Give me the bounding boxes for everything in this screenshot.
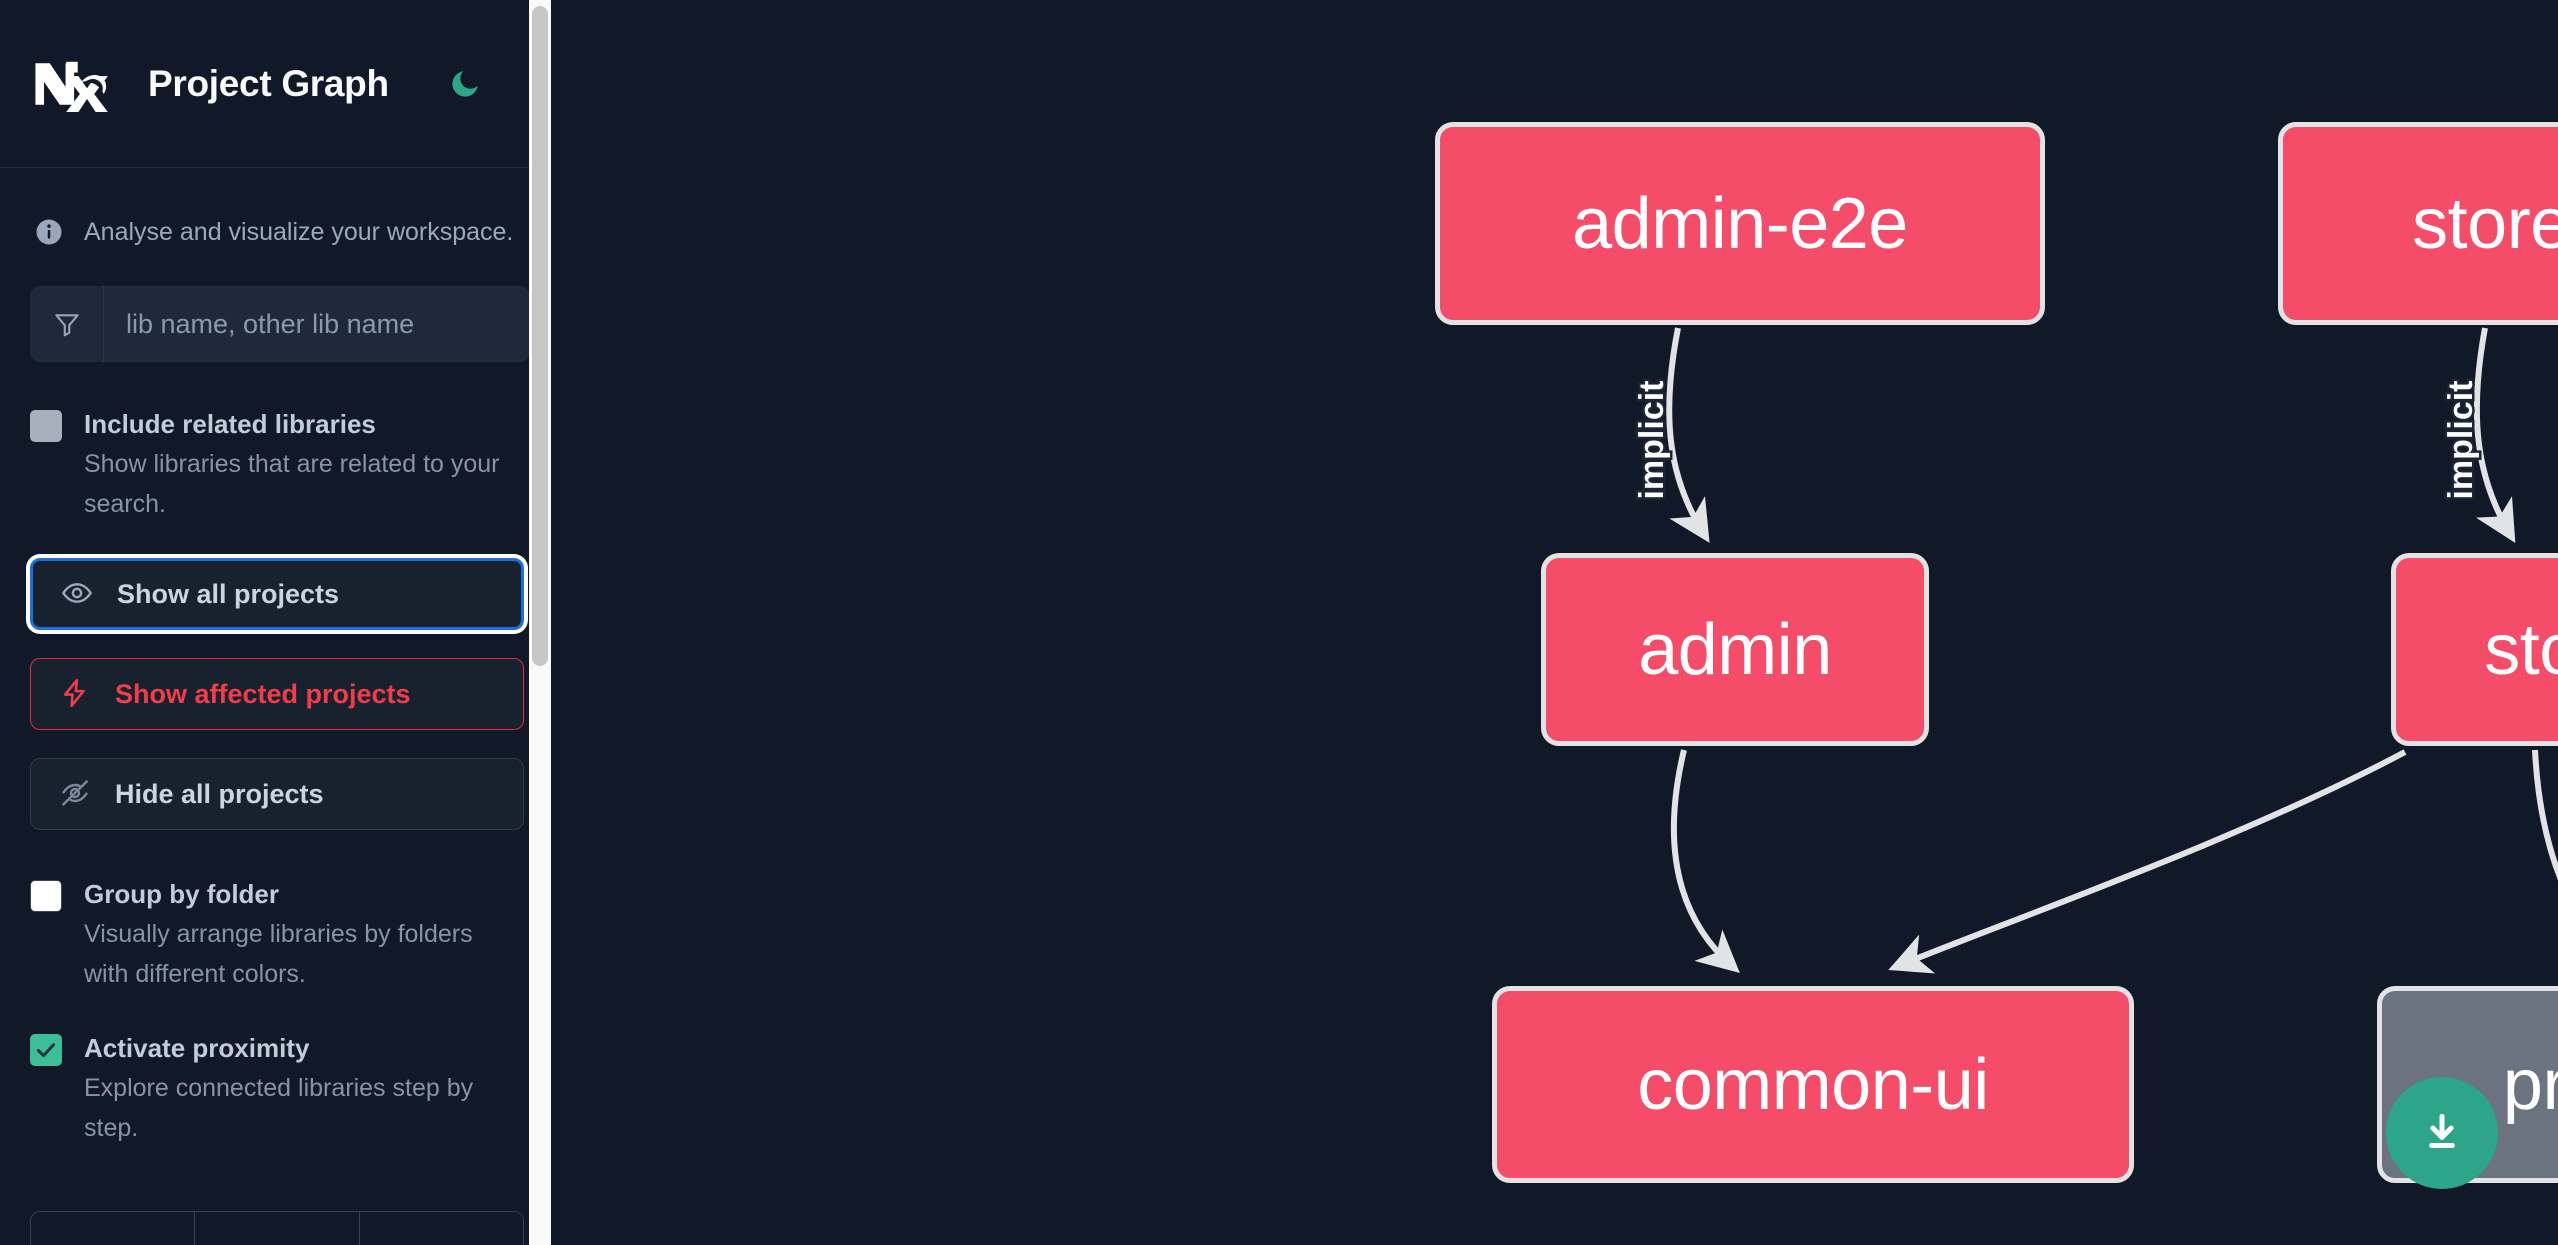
lightning-icon <box>59 677 91 712</box>
funnel-filter-icon <box>30 286 104 362</box>
bottom-segmented-control[interactable] <box>30 1211 524 1245</box>
search-input[interactable] <box>104 286 530 362</box>
segment-3[interactable] <box>359 1212 523 1245</box>
graph-node-store-e2e[interactable]: store-e2e <box>2278 122 2558 325</box>
edge-labels-layer: implicit implicit <box>1630 378 2482 502</box>
option-description: Visually arrange libraries by folders wi… <box>84 920 473 988</box>
edge-label-implicit-store: implicit <box>2442 380 2480 499</box>
option-description: Show libraries that are related to your … <box>84 450 500 518</box>
graph-canvas[interactable]: implicit implicit admin-e2e store-e2e ad… <box>560 0 2558 1245</box>
eye-icon <box>61 577 93 612</box>
edge-store-to-common-ui <box>1888 749 2407 974</box>
graph-node-admin-e2e[interactable]: admin-e2e <box>1435 122 2045 325</box>
projects-action-buttons: Show all projects Show affected projects <box>30 558 530 830</box>
sidebar-scrollbar[interactable] <box>529 0 551 1245</box>
button-label: Hide all projects <box>115 778 324 809</box>
segment-2[interactable] <box>195 1212 360 1245</box>
graph-edges-layer: implicit implicit <box>1630 327 2558 974</box>
sidebar-body: Include related libraries Show libraries… <box>0 260 560 1148</box>
page-title: Project Graph <box>148 62 389 104</box>
option-include-related-libraries[interactable]: Include related libraries Show libraries… <box>30 404 530 524</box>
checkbox-activate-proximity[interactable] <box>30 1034 62 1066</box>
edge-admin-e2e-to-admin <box>1666 327 1710 543</box>
segment-1[interactable] <box>31 1212 196 1245</box>
filter-search-box[interactable] <box>30 286 530 362</box>
option-label: Activate proximity <box>84 1033 310 1063</box>
graph-node-admin[interactable]: admin <box>1541 553 1929 746</box>
option-group-by-folder[interactable]: Group by folder Visually arrange librari… <box>30 874 530 994</box>
info-text: Analyse and visualize your workspace. <box>84 217 514 246</box>
show-affected-projects-button[interactable]: Show affected projects <box>30 658 524 730</box>
node-label: admin-e2e <box>1572 183 1908 264</box>
graph-node-store[interactable]: store <box>2391 553 2558 746</box>
checkbox-group-by-folder[interactable] <box>30 880 62 912</box>
button-label: Show affected projects <box>115 678 411 709</box>
node-label: store <box>2484 609 2558 690</box>
node-label: admin <box>1638 609 1832 690</box>
info-banner: Analyse and visualize your workspace. <box>0 168 560 260</box>
moon-icon[interactable] <box>443 62 487 106</box>
option-description: Explore connected libraries step by step… <box>84 1074 474 1142</box>
sidebar-header: Project Graph <box>0 0 560 168</box>
sidebar-right-edge <box>551 0 560 1245</box>
nx-logo-icon <box>34 56 120 112</box>
node-label: products <box>2502 1044 2558 1125</box>
edge-label-implicit-admin: implicit <box>1633 380 1671 499</box>
download-button[interactable] <box>2386 1077 2498 1189</box>
option-label: Group by folder <box>84 879 279 909</box>
hide-all-projects-button[interactable]: Hide all projects <box>30 758 524 830</box>
graph-node-common-ui[interactable]: common-ui <box>1492 986 2134 1183</box>
button-label: Show all projects <box>117 578 340 609</box>
sidebar: Project Graph Analyse and visualize your… <box>0 0 560 1245</box>
edge-admin-to-common-ui <box>1671 749 1740 973</box>
show-all-projects-button[interactable]: Show all projects <box>30 558 524 630</box>
edge-store-e2e-to-store <box>2473 327 2516 544</box>
node-label: common-ui <box>1637 1044 1989 1125</box>
checkbox-include-related-libraries[interactable] <box>30 410 62 442</box>
option-label: Include related libraries <box>84 409 376 439</box>
eye-off-icon <box>59 777 91 812</box>
node-label: store-e2e <box>2412 183 2558 264</box>
option-activate-proximity[interactable]: Activate proximity Explore connected lib… <box>30 1028 530 1148</box>
sidebar-scrollbar-thumb[interactable] <box>532 6 548 666</box>
download-icon <box>2429 1113 2455 1148</box>
info-circle-icon <box>34 217 64 247</box>
edge-store-to-products <box>2532 749 2558 881</box>
